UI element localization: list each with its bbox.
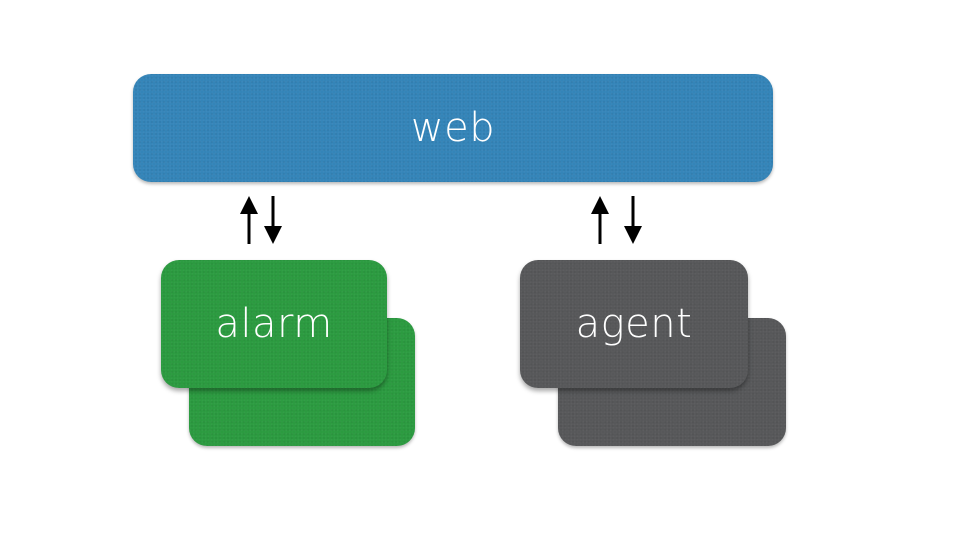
agent-to-web-arrowhead: [591, 196, 609, 214]
web-to-agent-arrowhead: [624, 226, 642, 244]
alarm-node: alarm: [161, 260, 387, 388]
agent-node: agent: [520, 260, 748, 388]
alarm-node-label: alarm: [215, 301, 333, 347]
agent-node-label: agent: [575, 301, 693, 347]
web-node-label: web: [410, 105, 496, 151]
alarm-to-web-arrowhead: [240, 196, 258, 214]
alarm-web-arrows: [240, 196, 282, 244]
agent-web-arrows: [591, 196, 642, 244]
web-node: web: [133, 74, 773, 182]
web-to-alarm-arrowhead: [264, 226, 282, 244]
